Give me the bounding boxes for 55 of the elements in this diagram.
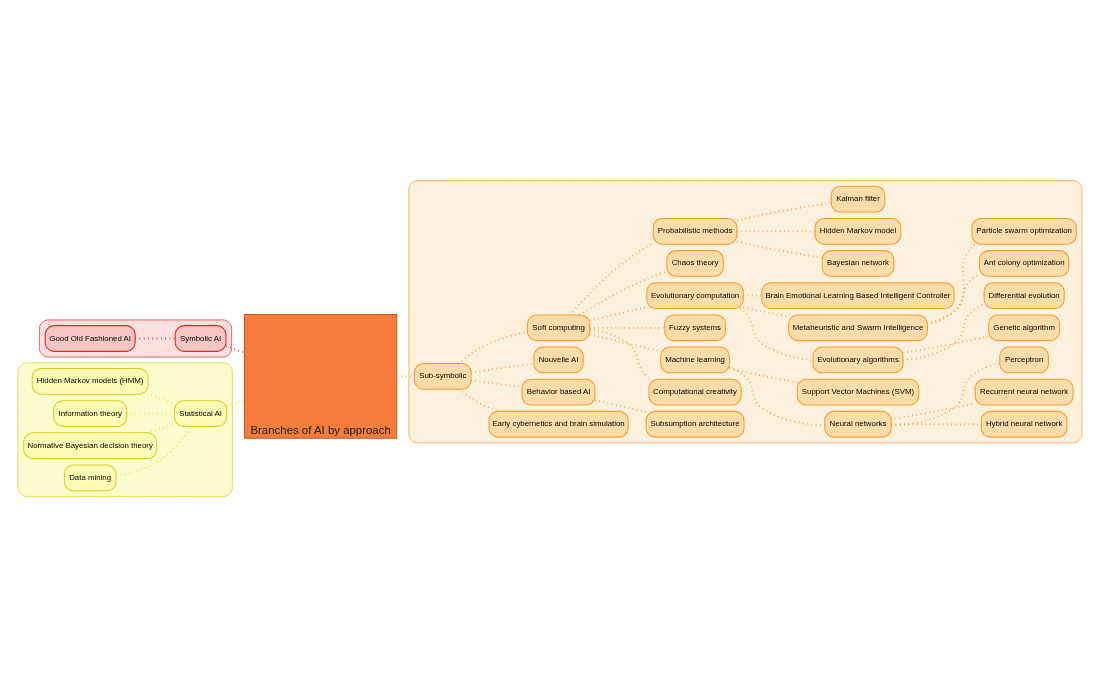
node-box: Soft computing	[526, 313, 591, 341]
node-box: Early cybernetics and brain simulation	[488, 410, 629, 438]
node-box: Statistical AI	[173, 399, 228, 427]
node-box: Branches of AI by approach	[243, 313, 398, 439]
node-box: Hidden Markov models (HMM)	[31, 367, 149, 395]
node-box: Genetic algorithm	[988, 313, 1061, 341]
node-box: Hidden Markov model	[814, 217, 902, 245]
connector	[736, 240, 823, 259]
node-box: Fuzzy systems	[664, 313, 726, 341]
connector	[739, 307, 814, 361]
node-box: Sub-symbolic	[414, 362, 472, 390]
node-box: Ant colony optimization	[978, 249, 1070, 277]
node-box: Chaos theory	[666, 249, 724, 277]
node-box: Recurrent neural network	[974, 378, 1074, 405]
connector	[589, 326, 666, 329]
node-box: Support Vector Machines (SVM)	[796, 378, 920, 405]
node-box: Information theory	[53, 399, 128, 427]
connector	[569, 242, 654, 316]
node-box: Bayesian network	[821, 249, 895, 277]
node-box: Good Old Fashioned AI	[44, 324, 136, 352]
node-box: Hybrid neural network	[980, 410, 1068, 438]
connector	[458, 387, 499, 412]
connector	[134, 337, 176, 339]
node-box: Symbolic AI	[174, 324, 227, 352]
connector	[736, 229, 816, 232]
node-box: Differential evolution	[983, 281, 1065, 309]
node-box: Probabilistic methods	[652, 217, 738, 245]
node-box: Nouvelle AI	[533, 346, 584, 373]
node-box: Behavior based AI	[521, 378, 596, 405]
connector	[926, 242, 976, 326]
cluster	[39, 319, 232, 357]
connector	[589, 305, 648, 321]
node-box: Metaheuristic and Swarm Intelligence	[788, 313, 928, 341]
node-box: Normative Bayesian decision theory	[23, 431, 158, 459]
node-box: Particle swarm optimization	[971, 217, 1077, 245]
connector	[728, 365, 826, 426]
node-box: Subsumption architecture	[645, 410, 745, 438]
node-box: Evolutionary computation	[646, 281, 744, 309]
connector	[902, 334, 990, 354]
node-box: Machine learning	[660, 346, 730, 373]
connector	[902, 302, 985, 361]
cluster	[17, 361, 233, 497]
node-box: Data mining	[63, 463, 117, 491]
node-box: Perceptron	[999, 346, 1049, 373]
connector	[115, 425, 193, 476]
node-box: Kalman filter	[830, 185, 886, 213]
node-box: Evolutionary algorithms	[812, 346, 904, 373]
connector	[594, 398, 647, 413]
connector	[890, 361, 1001, 426]
cluster	[408, 179, 1083, 443]
node-box: Brain Emotional Learning Based Intelligent Controller	[761, 281, 955, 309]
connector	[470, 362, 535, 373]
connector	[225, 345, 246, 353]
node-box: Neural networks	[824, 410, 892, 438]
node-box: Computational creativity	[648, 378, 742, 405]
